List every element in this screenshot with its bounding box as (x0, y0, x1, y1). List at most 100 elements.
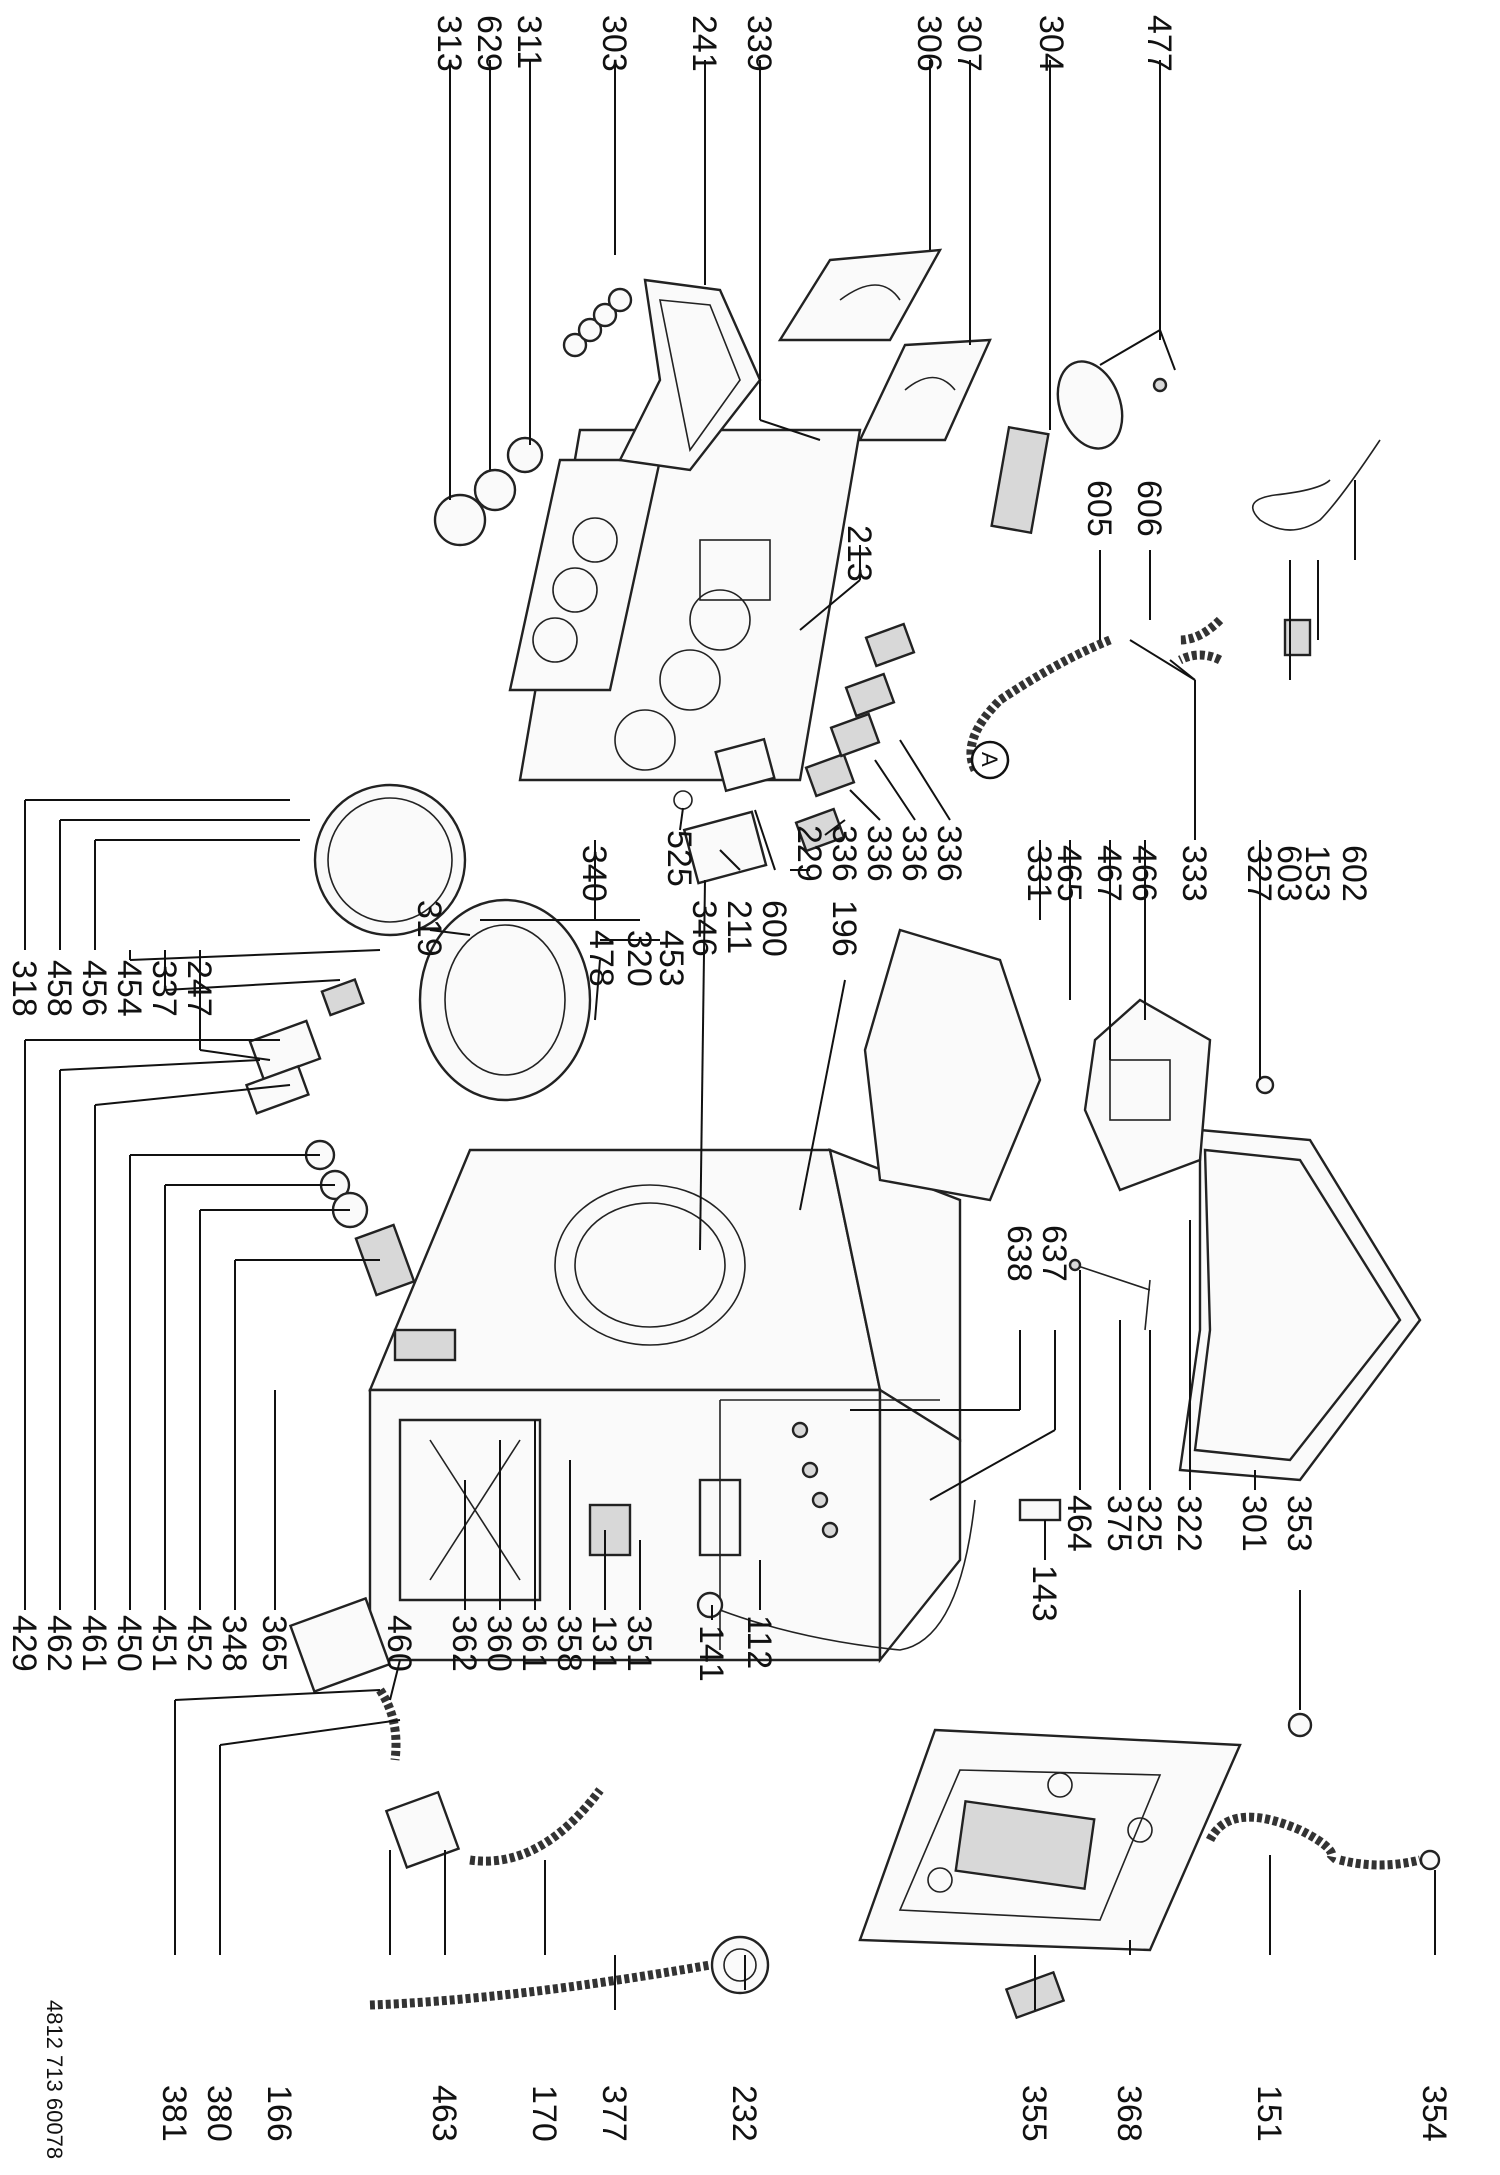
label-456: 456 (75, 960, 113, 1017)
label-333: 333 (1175, 845, 1213, 902)
label-322: 322 (1170, 1495, 1208, 1552)
control-panel (508, 428, 862, 782)
label-320: 320 (620, 930, 658, 987)
label-247: 247 (180, 960, 218, 1017)
label-325: 325 (1130, 1495, 1168, 1552)
label-450: 450 (110, 1615, 148, 1672)
label-153: 153 (1298, 845, 1336, 902)
hinge-parts (1068, 1258, 1151, 1331)
label-303: 303 (595, 15, 633, 72)
label-638: 638 (1000, 1225, 1038, 1282)
label-151: 151 (1250, 2085, 1288, 2142)
label-602: 602 (1335, 845, 1373, 902)
label-361: 361 (515, 1615, 553, 1672)
dispenser-lids (777, 248, 1050, 535)
label-465: 465 (1050, 845, 1088, 902)
leader-lines (24, 60, 1436, 2010)
label-351: 351 (620, 1615, 658, 1672)
label-141: 141 (692, 1625, 730, 1682)
label-131: 131 (585, 1615, 623, 1672)
label-478: 478 (582, 930, 620, 987)
label-358: 358 (550, 1615, 588, 1672)
label-336-1: 336 (930, 825, 968, 882)
label-336-4: 336 (825, 825, 863, 882)
label-453: 453 (652, 930, 690, 987)
door-handle (1056, 360, 1168, 450)
label-466: 466 (1125, 845, 1163, 902)
label-213: 213 (840, 525, 878, 582)
dispenser-drawer (618, 278, 762, 472)
drain-pump (288, 1596, 1441, 2020)
label-365: 365 (255, 1615, 293, 1672)
marker-a-label: A (977, 752, 1002, 767)
label-340: 340 (575, 845, 613, 902)
label-462: 462 (40, 1615, 78, 1672)
power-cord (696, 1498, 1062, 1651)
label-429: 429 (5, 1615, 43, 1672)
label-336-3: 336 (860, 825, 898, 882)
label-348: 348 (215, 1615, 253, 1672)
label-307: 307 (950, 15, 988, 72)
label-600: 600 (755, 900, 793, 957)
top-cover (1178, 1128, 1422, 1482)
label-461: 461 (75, 1615, 113, 1672)
label-232: 232 (725, 2085, 763, 2142)
label-452: 452 (180, 1615, 218, 1672)
label-346: 346 (685, 900, 723, 957)
reference-marker-a: A (970, 740, 1010, 780)
label-301: 301 (1235, 1495, 1273, 1552)
label-603: 603 (1270, 845, 1308, 902)
label-460: 460 (380, 1615, 418, 1672)
label-525: 525 (660, 830, 698, 887)
switches (794, 622, 916, 853)
label-331: 331 (1020, 845, 1058, 902)
label-629: 629 (470, 15, 508, 72)
label-229: 229 (790, 825, 828, 882)
label-467: 467 (1090, 845, 1128, 902)
label-360: 360 (480, 1615, 518, 1672)
document-number: 4812 713 60078 (42, 2000, 67, 2159)
label-380: 380 (200, 2085, 238, 2142)
label-353: 353 (1280, 1495, 1318, 1552)
knobs (433, 287, 633, 547)
label-355: 355 (1015, 2085, 1053, 2142)
label-313: 313 (430, 15, 468, 72)
label-304: 304 (1032, 15, 1070, 72)
label-606: 606 (1130, 480, 1168, 537)
label-375: 375 (1100, 1495, 1138, 1552)
cabinet-body (368, 1148, 962, 1664)
label-166: 166 (260, 2085, 298, 2142)
label-377: 377 (595, 2085, 633, 2142)
detergent-tray (863, 928, 1275, 1202)
label-354: 354 (1415, 2085, 1453, 2142)
label-327: 327 (1240, 845, 1278, 902)
label-477: 477 (1140, 15, 1178, 72)
label-464: 464 (1060, 1495, 1098, 1552)
part-labels: 477 304 307 306 339 241 303 311 629 313 … (5, 15, 1453, 2142)
label-336-2: 336 (895, 825, 933, 882)
label-143: 143 (1025, 1565, 1063, 1622)
label-454: 454 (110, 960, 148, 1017)
label-318: 318 (5, 960, 43, 1017)
label-368: 368 (1110, 2085, 1148, 2142)
label-637: 637 (1035, 1225, 1073, 1282)
label-319: 319 (410, 900, 448, 957)
label-605: 605 (1080, 480, 1118, 537)
timer-module (673, 737, 776, 885)
label-463: 463 (425, 2085, 463, 2142)
parts-artwork (244, 248, 1441, 2020)
label-211: 211 (720, 900, 758, 954)
label-339: 339 (740, 15, 778, 72)
label-362: 362 (445, 1615, 483, 1672)
label-112: 112 (740, 1615, 778, 1669)
label-311: 311 (510, 15, 548, 69)
door-assembly (248, 783, 592, 1102)
label-306: 306 (910, 15, 948, 72)
label-241: 241 (685, 15, 723, 72)
label-337: 337 (145, 960, 183, 1017)
label-451: 451 (145, 1615, 183, 1672)
back-panel (858, 1728, 1242, 1952)
label-458: 458 (40, 960, 78, 1017)
label-170: 170 (525, 2085, 563, 2142)
